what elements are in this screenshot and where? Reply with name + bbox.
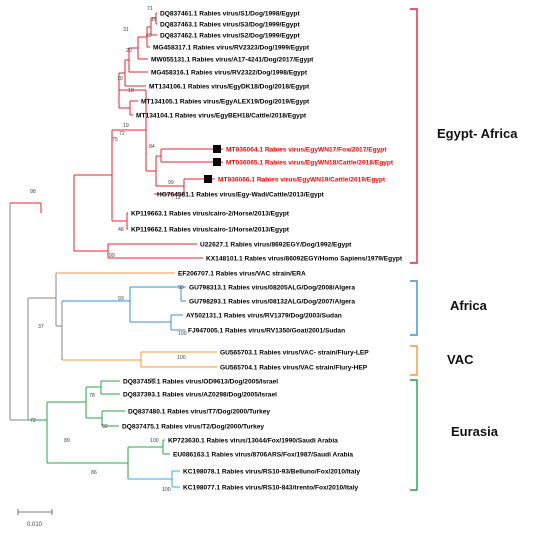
leaf-label: AY502131.1 Rabies virus/RV1379/Dog/2003/… <box>186 312 342 319</box>
bootstrap-value: 98 <box>30 189 36 195</box>
bootstrap-value: 100 <box>150 438 159 444</box>
leaf-label: DQ837461.1 Rabies virus/S1/Dog/1998/Egyp… <box>160 10 300 17</box>
leaf-label: EU086163.1 Rabies virus/8706ARS/Fox/1987… <box>173 451 353 458</box>
leaf-label: KP119662.1 Rabies virus/cairo-1/Horse/20… <box>131 226 290 233</box>
bootstrap-value: 98 <box>150 378 156 384</box>
leaf-label: DQ837475.1 Rabies virus/T2/Dog/2000/Turk… <box>122 423 264 430</box>
bootstrap-value: 31 <box>123 27 129 33</box>
bootstrap-value: 19 <box>151 17 157 23</box>
leaf-label: DQ837393.1 Rabies virus/AZ0298/Dog/2005/… <box>123 391 277 398</box>
bootstrap-value: 72 <box>119 131 125 137</box>
bootstrap-value: 93 <box>118 296 124 302</box>
leaf-label: U22627.1 Rabies virus/8692EGY/Dog/1992/E… <box>200 241 352 248</box>
bootstrap-value: 71 <box>147 6 153 12</box>
bootstrap-values: 71 19 48 31 20 18 10 19 72 84 99 12 48 75 98 99 99 93 100 3… <box>30 6 187 493</box>
leaf-label: MW055131.1 Rabies virus/A17-4241/Dog/201… <box>151 56 314 63</box>
leaf-label: DQ837462.1 Rabies virus/S2/Dog/1999/Egyp… <box>160 32 300 39</box>
bootstrap-value: 72 <box>30 418 36 424</box>
clade-bracket <box>410 8 418 264</box>
leaf-label: EF206707.1 Rabies virus/VAC strain/ERA <box>178 270 306 277</box>
bootstrap-value: 12 <box>175 195 181 201</box>
bootstrap-value: 18 <box>128 88 134 94</box>
bootstrap-value: 86 <box>91 470 97 476</box>
new-isolate-marker <box>204 175 212 183</box>
scale-bar: 0.010 <box>17 509 53 528</box>
leaf-label: GU565704.1 Rabies virus/VAC strain/Flury… <box>220 364 368 371</box>
new-isolate-marker <box>213 158 221 166</box>
leaf-label: MT036064.1 Rabies virus/EgyWN17/Fox/2017… <box>226 146 387 153</box>
clade-bracket <box>410 345 418 376</box>
leaf-label: DQ837480.1 Rabies virus/T7/Dog/2000/Turk… <box>128 408 270 415</box>
leaf-label: FJ947005.1 Rabies virus/RV1350/Goat/2001… <box>188 327 345 334</box>
tree-branches <box>9 12 223 488</box>
clade-label: Eurasia <box>451 424 499 439</box>
bootstrap-value: 48 <box>146 33 152 39</box>
bootstrap-value: 89 <box>64 438 70 444</box>
bootstrap-value: 10 <box>117 76 123 82</box>
bootstrap-value: 100 <box>178 331 187 337</box>
leaf-labels: DQ837461.1 Rabies virus/S1/Dog/1998/Egyp… <box>122 10 403 491</box>
clade-bracket <box>410 280 418 336</box>
new-isolate-marker <box>213 145 221 153</box>
leaf-label: GU565703.1 Rabies virus/VAC- strain/Flur… <box>220 349 369 356</box>
leaf-label: DQ837455.1 Rabies virus/OD9613/Dog/2005/… <box>123 378 278 385</box>
new-isolate-markers <box>204 145 221 183</box>
leaf-label: MT134105.1 Rabies virus/EgyALEX19/Dog/20… <box>141 98 310 105</box>
bootstrap-value: 99 <box>109 253 115 259</box>
bootstrap-value: 99 <box>168 180 174 186</box>
bootstrap-value: 92 <box>102 424 108 430</box>
leaf-label: HG764581.1 Rabies virus/Egy-Wadi/Cattle/… <box>157 191 325 198</box>
leaf-label: KX148101.1 Rabies virus/86092EGY/Homo Sa… <box>206 255 403 262</box>
bootstrap-value: 19 <box>123 123 129 129</box>
bootstrap-value: 84 <box>149 144 155 150</box>
leaf-label: GU798313.1 Rabies virus/08205ALG/Dog/200… <box>189 284 355 291</box>
leaf-label: DQ837463.1 Rabies virus/S3/Dog/1999/Egyp… <box>160 21 300 28</box>
bootstrap-value: 37 <box>38 324 44 330</box>
bootstrap-value: 78 <box>89 393 95 399</box>
bootstrap-value: 75 <box>112 137 118 143</box>
leaf-label: MT134106.1 Rabies virus/EgyDK18/Dog/2018… <box>149 83 310 90</box>
leaf-label: KP119663.1 Rabies virus/cairo-2/Horse/20… <box>131 210 290 217</box>
leaf-label: KC198078.1 Rabies virus/RS10-93/Belluno/… <box>183 468 360 475</box>
leaf-label: MG458316.1 Rabies virus/RV2322/Dog/1998/… <box>151 69 308 76</box>
leaf-label: KP723630.1 Rabies virus/13044/Fox/1990/S… <box>168 437 338 444</box>
leaf-label: KC198077.1 Rabies virus/RS10-843/trento/… <box>183 484 359 491</box>
clade-label: VAC <box>447 352 474 367</box>
leaf-label: MG458317.1 Rabies virus/RV2323/Dog/1999/… <box>153 44 310 51</box>
bootstrap-value: 99 <box>178 285 184 291</box>
bootstrap-value: 100 <box>177 355 186 361</box>
leaf-label: MT134104.1 Rabies virus/EgyBEH18/Cattle/… <box>136 112 307 119</box>
bootstrap-value: 48 <box>118 227 124 233</box>
leaf-label: MT036065.1 Rabies virus/EgyWN18/Cattle/2… <box>226 159 394 166</box>
clade-bracket <box>410 379 418 491</box>
bootstrap-value: 20 <box>126 48 132 54</box>
bootstrap-value: 100 <box>162 487 171 493</box>
leaf-label: GU798293.1 Rabies virus/08132ALG/Dog/200… <box>189 298 355 305</box>
clade-label: Egypt- Africa <box>437 126 518 141</box>
clade-label: Africa <box>450 298 488 313</box>
leaf-label: MT036066.1 Rabies virus/EgyWN19/Cattle/2… <box>218 176 386 183</box>
scale-bar-label: 0.010 <box>27 522 43 528</box>
